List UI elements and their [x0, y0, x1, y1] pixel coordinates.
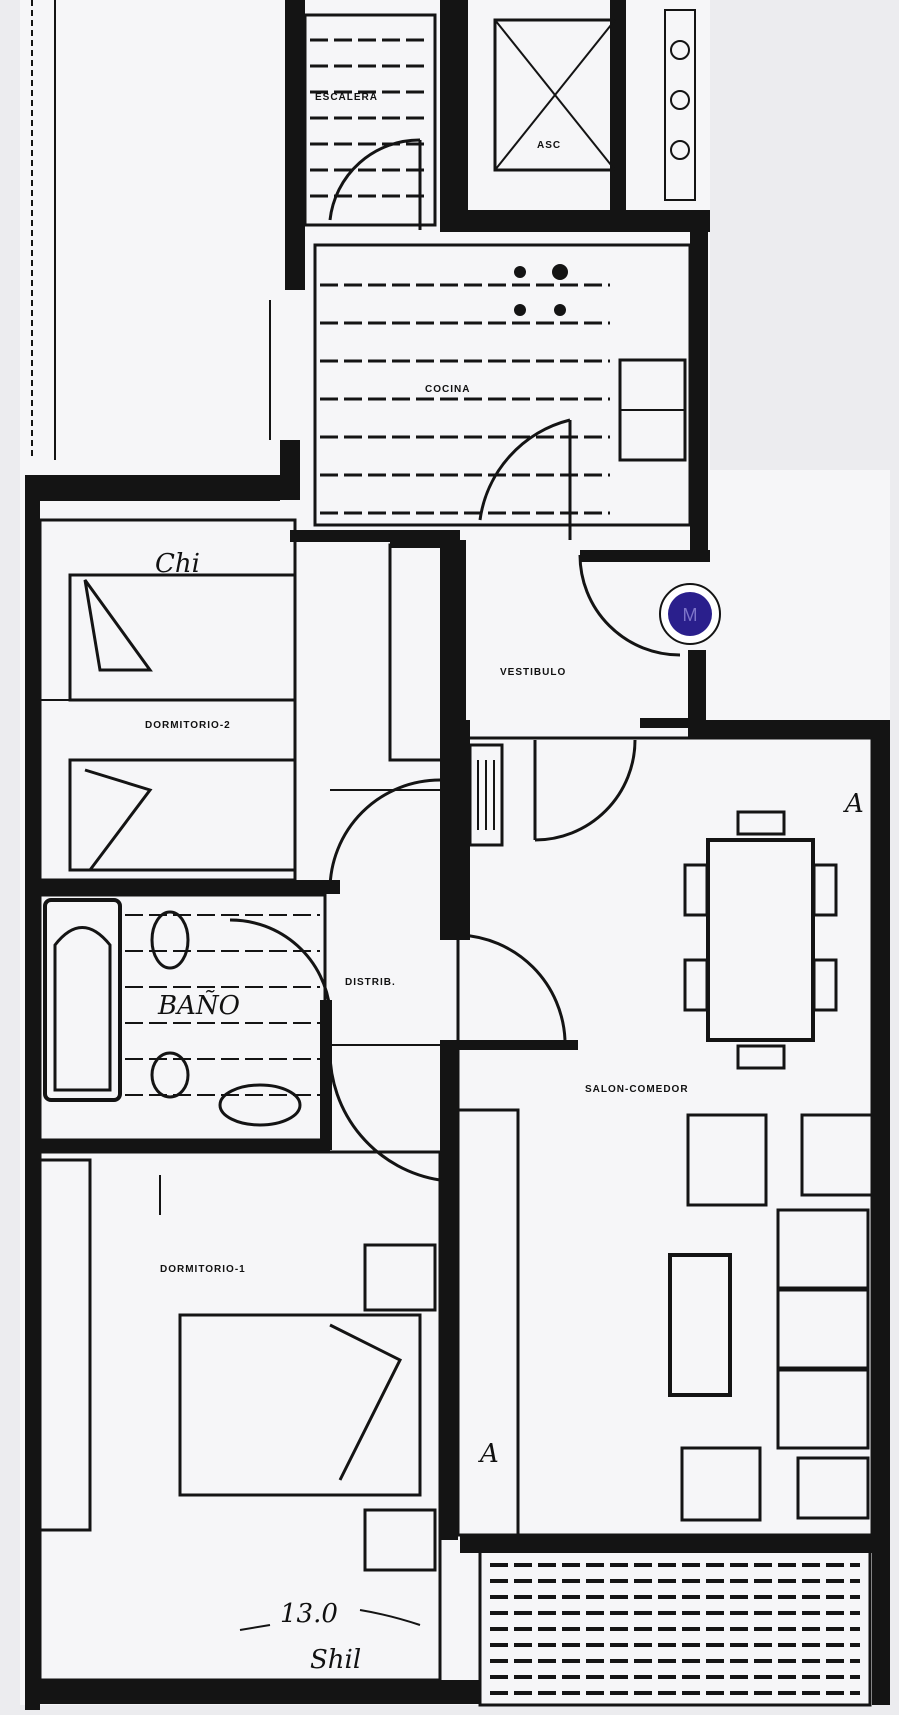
stove-icon: [514, 264, 568, 316]
entry-marker: M: [659, 583, 721, 645]
dorm2-label: DORMITORIO-2: [145, 720, 231, 731]
sink-icon: [618, 358, 687, 462]
toilet-icon: [150, 910, 190, 1099]
paper-upper: [20, 0, 710, 480]
terrace: [478, 1548, 872, 1707]
dim-note: Shil: [310, 1645, 361, 1675]
outer-walls: [25, 0, 890, 1710]
vestibule-label: VESTIBULO: [500, 667, 566, 678]
hall-label: DISTRIB.: [345, 977, 396, 988]
dining-table-icon: [683, 810, 838, 1070]
dormitorio-1: DORMITORIO-1 13.0 Shil: [38, 1150, 442, 1682]
living-label: SALON-COMEDOR: [585, 1084, 689, 1095]
living-room: SALON-COMEDOR A A: [456, 736, 874, 1537]
dim-value: 13.0: [280, 1599, 338, 1629]
kitchen-label: COCINA: [425, 384, 470, 395]
lift: ASC: [493, 9, 696, 201]
coffee-table-icon: [668, 1253, 732, 1397]
marker-label: M: [683, 605, 698, 625]
bath-note: BAÑO: [157, 989, 240, 1021]
bathtub-icon: [43, 898, 122, 1102]
kitchen: COCINA: [313, 243, 692, 527]
lift-buttons-icon: [664, 9, 696, 201]
dorm1-label: DORMITORIO-1: [160, 1264, 246, 1275]
adjacent-unit: [31, 0, 271, 460]
lift-label: ASC: [537, 140, 561, 151]
sofa-icon: [680, 1113, 874, 1522]
hall: DISTRIB.: [229, 918, 567, 1182]
washbasin-icon: [218, 1083, 302, 1127]
stairs: ESCALERA: [303, 13, 437, 230]
interior-walls: [40, 530, 710, 1540]
dormitorio-2: DORMITORIO-2 Chi: [38, 518, 447, 891]
radiator-icon: [468, 743, 504, 847]
corner-mark: A: [843, 789, 864, 819]
bathroom: BAÑO: [38, 893, 327, 1142]
stairs-label: ESCALERA: [315, 92, 378, 103]
dorm2-note: Chi: [155, 549, 200, 579]
marks-lower: A: [478, 1439, 499, 1469]
vestibule: VESTIBULO: [468, 418, 681, 847]
